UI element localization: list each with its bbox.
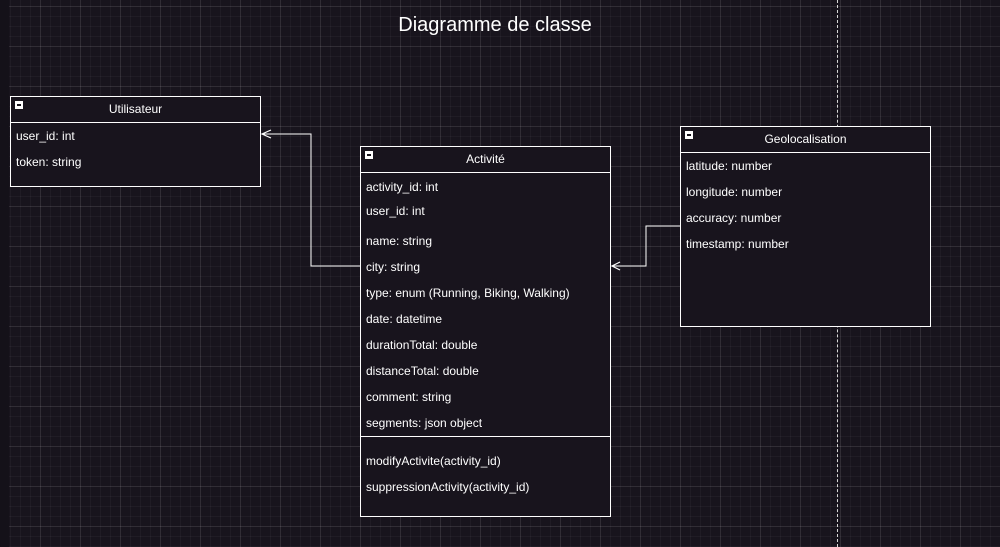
- class-utilisateur-name: Utilisateur: [108, 102, 163, 116]
- class-geolocalisation-name: Geolocalisation: [764, 132, 847, 146]
- class-activite-header[interactable]: Activité: [361, 147, 610, 173]
- methods-separator: [361, 436, 610, 437]
- attribute-date[interactable]: date: datetime: [366, 312, 443, 326]
- method-modify-activite[interactable]: modifyActivite(activity_id): [366, 454, 501, 468]
- arrowhead-utilisateur-icon: [260, 129, 272, 139]
- attribute-user-id[interactable]: user_id: int: [366, 204, 425, 218]
- class-activite[interactable]: Activité activity_id: int user_id: int n…: [360, 146, 611, 517]
- diagram-title: Diagramme de classe: [398, 14, 592, 36]
- attribute-distance-total[interactable]: distanceTotal: double: [366, 364, 479, 378]
- method-suppression-activity[interactable]: suppressionActivity(activity_id): [366, 480, 530, 494]
- minus-square-icon[interactable]: [685, 131, 693, 139]
- class-utilisateur-header[interactable]: Utilisateur: [11, 97, 260, 123]
- class-utilisateur[interactable]: Utilisateur user_id: int token: string: [10, 96, 261, 187]
- class-geolocalisation-header[interactable]: Geolocalisation: [681, 127, 930, 153]
- attribute-comment[interactable]: comment: string: [366, 390, 452, 404]
- attribute-accuracy[interactable]: accuracy: number: [686, 211, 782, 225]
- attribute-type[interactable]: type: enum (Running, Biking, Walking): [366, 286, 570, 300]
- minus-square-icon[interactable]: [365, 151, 373, 159]
- minus-square-icon[interactable]: [15, 101, 23, 109]
- attribute-longitude[interactable]: longitude: number: [686, 185, 783, 199]
- class-geolocalisation[interactable]: Geolocalisation latitude: number longitu…: [680, 126, 931, 327]
- attribute-duration-total[interactable]: durationTotal: double: [366, 338, 478, 352]
- attribute-user-id[interactable]: user_id: int: [16, 129, 75, 143]
- attribute-name[interactable]: name: string: [366, 234, 433, 248]
- connector-geolocalisation-to-activite[interactable]: [613, 225, 681, 267]
- attribute-city[interactable]: city: string: [366, 260, 421, 274]
- attribute-timestamp[interactable]: timestamp: number: [686, 237, 789, 251]
- canvas-left-edge: [0, 0, 9, 547]
- class-activite-name: Activité: [466, 152, 505, 166]
- attribute-segments[interactable]: segments: json object: [366, 416, 483, 430]
- attribute-activity-id[interactable]: activity_id: int: [366, 180, 439, 194]
- attribute-token[interactable]: token: string: [16, 155, 82, 169]
- attribute-latitude[interactable]: latitude: number: [686, 159, 773, 173]
- arrowhead-activite-icon: [610, 261, 621, 271]
- connector-activite-to-utilisateur[interactable]: [263, 133, 361, 267]
